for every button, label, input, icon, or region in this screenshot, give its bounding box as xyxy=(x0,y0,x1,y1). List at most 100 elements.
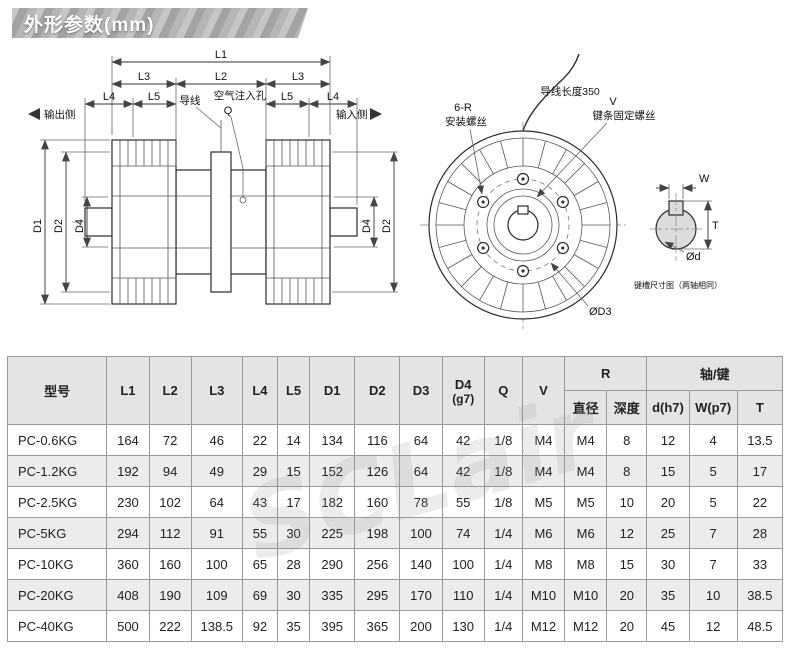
spec-value-cell: 230 xyxy=(106,486,150,518)
dim-label-l4-right: L4 xyxy=(327,91,339,103)
spec-value-cell: M4 xyxy=(564,455,608,487)
spec-value-cell: 46 xyxy=(190,424,243,456)
spec-value-cell: 1/8 xyxy=(483,455,523,487)
spec-value-cell: M12 xyxy=(521,610,566,642)
air-injection-hole xyxy=(239,196,247,204)
spec-value-cell: 17 xyxy=(736,455,784,487)
spec-value-cell: 13.5 xyxy=(736,424,784,456)
spec-value-cell: 20 xyxy=(606,579,648,611)
spec-value-cell: 500 xyxy=(106,610,150,642)
spec-value-cell: 33 xyxy=(736,548,784,580)
spec-value-cell: 22 xyxy=(736,486,784,518)
spec-value-cell: 109 xyxy=(190,579,243,611)
spec-value-cell: 17 xyxy=(276,486,311,518)
dim-label-d4-left: D4 xyxy=(74,219,86,233)
spec-value-cell: M6 xyxy=(521,517,566,549)
col-header-model: 型号 xyxy=(6,356,108,425)
spec-value-cell: 78 xyxy=(399,486,443,518)
spec-value-cell: 49 xyxy=(190,455,243,487)
dim-label-l5-left: L5 xyxy=(148,91,160,103)
spec-value-cell: 170 xyxy=(399,579,443,611)
spec-value-cell: 10 xyxy=(688,579,738,611)
spec-value-cell: 5 xyxy=(688,486,738,518)
spec-value-cell: M10 xyxy=(521,579,566,611)
col-header-l2: L2 xyxy=(148,356,192,425)
spec-value-cell: 160 xyxy=(354,486,401,518)
spec-value-cell: 225 xyxy=(309,517,356,549)
spec-value-cell: 12 xyxy=(646,424,690,456)
spec-value-cell: 42 xyxy=(441,455,485,487)
spec-value-cell: 14 xyxy=(276,424,311,456)
spec-value-cell: 140 xyxy=(399,548,443,580)
key-screw-label: 键条固定螺丝 xyxy=(593,109,656,122)
d3-label: ØD3 xyxy=(589,306,612,318)
spec-value-cell: 91 xyxy=(190,517,243,549)
page-title: 外形参数(mm) xyxy=(24,14,155,36)
keyway-detail-view: W T Ød 键槽尺寸图（两轴相同） xyxy=(634,173,722,290)
spec-value-cell: 7 xyxy=(688,517,738,549)
col-header-q: Q xyxy=(483,356,523,425)
spec-value-cell: 1/4 xyxy=(483,548,523,580)
model-cell: PC-40KG xyxy=(6,610,108,642)
spec-value-cell: 20 xyxy=(606,610,648,642)
spec-value-cell: M4 xyxy=(521,424,566,456)
spec-value-cell: 102 xyxy=(148,486,192,518)
spec-value-cell: 294 xyxy=(106,517,150,549)
spec-value-cell: 29 xyxy=(241,455,279,487)
col-header-d4-fit: (g7) xyxy=(452,391,475,406)
spec-value-cell: M5 xyxy=(564,486,608,518)
dim-label-d2-right: D2 xyxy=(381,219,393,233)
col-header-w-p7: W(p7) xyxy=(688,390,738,425)
spec-table: 型号 L1 L2 L3 L4 L5 D1 D2 D3 D4 (g7) Q V R… xyxy=(6,356,784,642)
col-header-r-diameter: 直径 xyxy=(564,390,608,425)
spec-value-cell: 100 xyxy=(190,548,243,580)
spec-value-cell: M8 xyxy=(564,548,608,580)
dim-label-l2: L2 xyxy=(215,71,227,83)
col-header-l1: L1 xyxy=(106,356,150,425)
spec-value-cell: 100 xyxy=(399,517,443,549)
cooling-fins xyxy=(435,137,610,313)
input-side-arrow-icon xyxy=(370,108,382,120)
model-cell: PC-1.2KG xyxy=(6,455,108,487)
spec-value-cell: 8 xyxy=(606,424,648,456)
spec-value-cell: 222 xyxy=(148,610,192,642)
spec-value-cell: 164 xyxy=(106,424,150,456)
spec-value-cell: 22 xyxy=(241,424,279,456)
lead-wire-curve xyxy=(522,53,580,132)
spec-value-cell: 152 xyxy=(309,455,356,487)
spec-value-cell: 12 xyxy=(688,610,738,642)
col-header-d-h7: d(h7) xyxy=(646,390,690,425)
side-view-dimensions xyxy=(40,56,398,305)
col-header-l4: L4 xyxy=(241,356,279,425)
spec-value-cell: 110 xyxy=(441,579,485,611)
dim-label-l3-right: L3 xyxy=(292,71,304,83)
q-label: Q xyxy=(224,105,233,117)
spec-value-cell: 69 xyxy=(241,579,279,611)
page-title-banner: 外形参数(mm) xyxy=(12,8,308,38)
spec-value-cell: 35 xyxy=(646,579,690,611)
spec-value-cell: 48.5 xyxy=(736,610,784,642)
spec-value-cell: 1/4 xyxy=(483,610,523,642)
w-dim-label: W xyxy=(699,173,710,185)
spec-value-cell: 335 xyxy=(309,579,356,611)
col-header-t: T xyxy=(736,390,784,425)
input-disc xyxy=(265,139,331,305)
keyway-caption: 键槽尺寸图（两轴相同） xyxy=(634,280,722,290)
spec-value-cell: 55 xyxy=(441,486,485,518)
model-cell: PC-2.5KG xyxy=(6,486,108,518)
spec-value-cell: M5 xyxy=(521,486,566,518)
mount-screw-label: 安装螺丝 xyxy=(445,115,487,128)
spec-value-cell: 45 xyxy=(646,610,690,642)
spec-value-cell: 92 xyxy=(241,610,279,642)
spec-value-cell: 7 xyxy=(688,548,738,580)
spec-value-cell: M4 xyxy=(564,424,608,456)
spec-value-cell: 28 xyxy=(736,517,784,549)
spec-value-cell: 20 xyxy=(646,486,690,518)
spec-value-cell: 408 xyxy=(106,579,150,611)
output-side-arrow-icon xyxy=(28,108,40,120)
spec-value-cell: 72 xyxy=(148,424,192,456)
